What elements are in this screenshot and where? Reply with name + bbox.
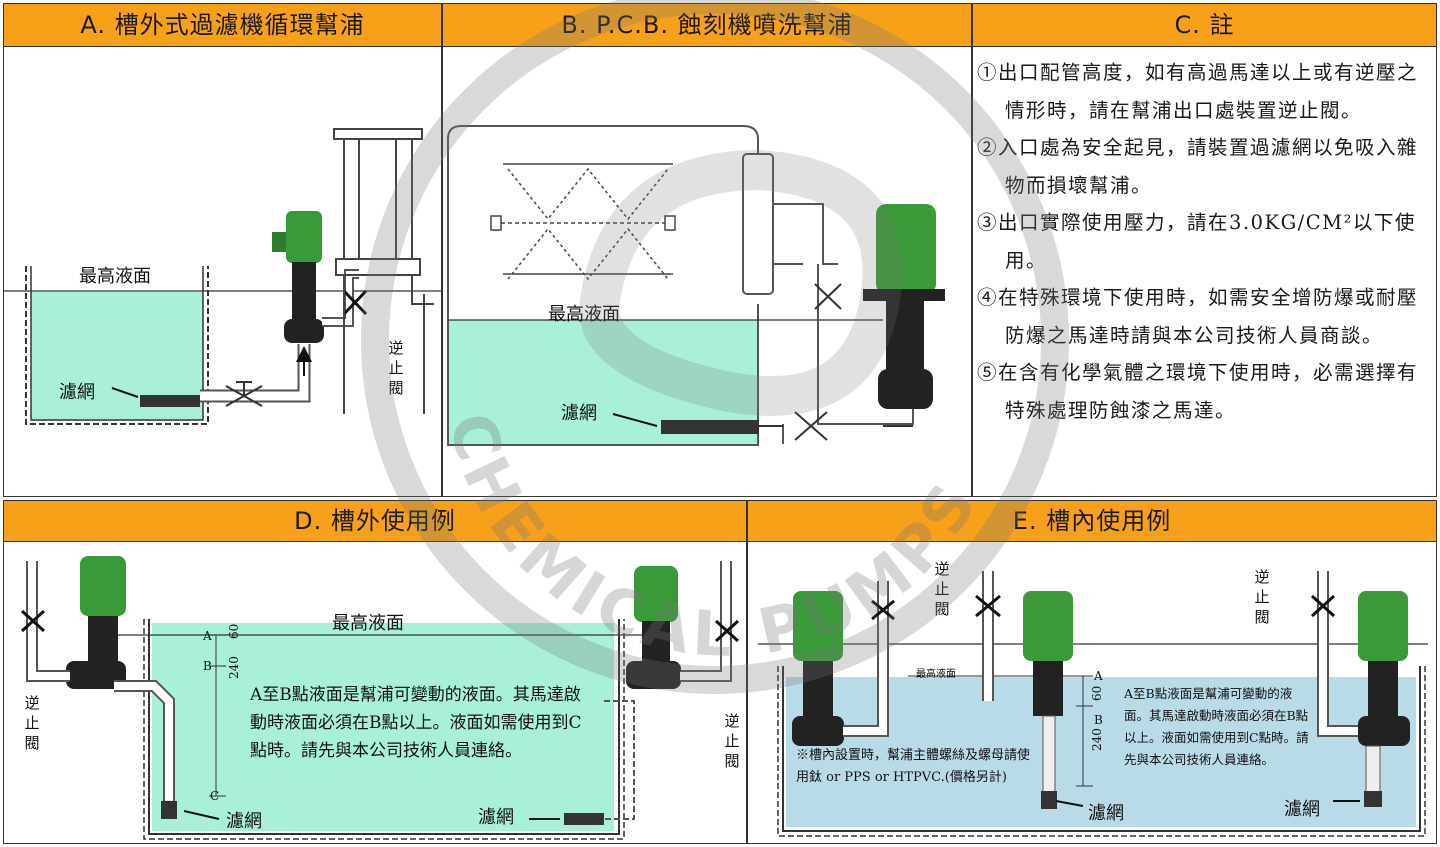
dim-60: 60 xyxy=(227,623,241,639)
pump-e-3 xyxy=(1358,591,1410,746)
panel-a: A. 槽外式過濾機循環幫浦 xyxy=(3,3,442,497)
pump-e-1 xyxy=(792,591,844,746)
pump-d-left xyxy=(66,556,126,689)
discharge-valve xyxy=(814,283,842,310)
check-valve-d-right xyxy=(714,619,740,643)
note-2: ②入口處為安全起見，請裝置過濾網以免吸入雜物而損壞幫浦。 xyxy=(977,136,1419,197)
max-level-label: 最高液面 xyxy=(332,613,404,634)
suction-valve xyxy=(759,411,913,441)
pump-a xyxy=(272,211,324,343)
filter-d-left xyxy=(161,801,177,819)
pump-e-2 xyxy=(1023,591,1073,809)
panel-c: C. 註 ①出口配管高度，如有高過馬達以上或有逆壓之情形時，請在幫浦出口處裝置逆… xyxy=(972,3,1437,497)
filter-arrow xyxy=(111,387,139,398)
panel-e-drawing xyxy=(758,571,1428,837)
check-valve-d-left xyxy=(20,609,46,633)
check-valve-a xyxy=(342,289,368,316)
note-5: ⑤在含有化學氣體之環境下使用時，必需選擇有特殊處理防蝕漆之馬達。 xyxy=(977,361,1419,422)
panel-e: E. 槽內使用例 xyxy=(747,500,1437,844)
panel-b-title: B. P.C.B. 蝕刻機噴洗幫浦 xyxy=(443,4,971,47)
filter-screen xyxy=(661,420,759,434)
tank-inner-wall xyxy=(30,266,204,421)
notes-list: ①出口配管高度，如有高過馬達以上或有逆壓之情形時，請在幫浦出口處裝置逆止閥。 ②… xyxy=(977,54,1430,429)
check-valve-label-left: 逆止閥 xyxy=(24,694,40,752)
panel-e-note: ※槽內設置時，幫浦主體螺絲及螺母請使用鈦 or PPS or HTPVC.(價格… xyxy=(796,748,1031,785)
point-b: B xyxy=(203,659,212,673)
max-level-label: 最高液面 xyxy=(916,669,956,680)
filter-label-right: 濾網 xyxy=(478,807,514,828)
filter-label-mid: 濾網 xyxy=(1088,803,1124,824)
point-b: B xyxy=(1094,713,1103,727)
panel-b-drawing xyxy=(447,125,945,446)
filter-e-mid xyxy=(1041,791,1057,809)
panel-c-title: C. 註 xyxy=(973,4,1436,47)
check-valve-label-right: 逆止閥 xyxy=(1254,568,1270,626)
check-valve-e-1 xyxy=(871,599,895,621)
pump-b xyxy=(863,204,945,409)
panel-d: D. 槽外使用例 最 xyxy=(3,500,747,844)
dim-240: 240 xyxy=(1090,728,1104,751)
tank-liquid xyxy=(786,677,1416,827)
filter-d-right xyxy=(564,813,604,825)
tank-wall xyxy=(782,666,1421,832)
point-a: A xyxy=(1094,669,1103,683)
panel-b: B. P.C.B. 蝕刻機噴洗幫浦 xyxy=(442,3,972,497)
check-valve-label-left: 逆止閥 xyxy=(934,560,950,618)
filter-screen xyxy=(140,395,200,407)
machine-frame xyxy=(447,139,759,446)
check-valve-label: 逆止閥 xyxy=(388,339,404,397)
tank-wall xyxy=(148,619,620,835)
tank-wall xyxy=(25,266,209,425)
panel-d-title: D. 槽外使用例 xyxy=(4,501,746,542)
pump-d-right xyxy=(626,566,681,689)
note-4: ④在特殊環境下使用時，如需安全增防爆或耐壓防爆之馬達時請與本公司技術人員商談。 xyxy=(977,286,1419,347)
panel-e-title: E. 槽內使用例 xyxy=(748,501,1436,542)
filter-label-left: 濾網 xyxy=(226,811,262,832)
filter-label: 濾網 xyxy=(59,382,95,403)
panel-a-drawing xyxy=(4,128,441,425)
panel-d-drawing xyxy=(20,556,740,840)
point-a: A xyxy=(203,629,212,643)
panel-d-description: A至B點液面是幫浦可變動的液面。其馬達啟動時液面必須在B點以上。液面如需使用到C… xyxy=(250,685,582,761)
spray-nozzles xyxy=(490,163,676,281)
tank-liquid xyxy=(152,623,614,831)
dim-240: 240 xyxy=(227,656,241,679)
point-c: C xyxy=(210,789,220,803)
filter-e-right xyxy=(1364,791,1382,807)
max-level-label: 最高液面 xyxy=(548,304,620,325)
suction-pipe xyxy=(200,344,311,403)
note-3: ③出口實際使用壓力，請在3.0KG/CM²以下使用。 xyxy=(977,211,1416,272)
filter-label-right: 濾網 xyxy=(1284,799,1320,820)
dim-60: 60 xyxy=(1090,685,1104,701)
check-valve-label-right: 逆止閥 xyxy=(724,712,740,770)
panel-a-title: A. 槽外式過濾機循環幫浦 xyxy=(4,4,441,47)
filter-housing xyxy=(333,128,434,414)
filter-label: 濾網 xyxy=(561,403,597,424)
check-valve-e-3 xyxy=(1310,594,1336,618)
panel-e-description: A至B點液面是幫浦可變動的液面。其馬達啟動時液面必須在B點以上。液面如需使用到C… xyxy=(1124,686,1309,767)
max-level-label: 最高液面 xyxy=(79,266,151,287)
note-1: ①出口配管高度，如有高過馬達以上或有逆壓之情形時，請在幫浦出口處裝置逆止閥。 xyxy=(977,61,1419,122)
